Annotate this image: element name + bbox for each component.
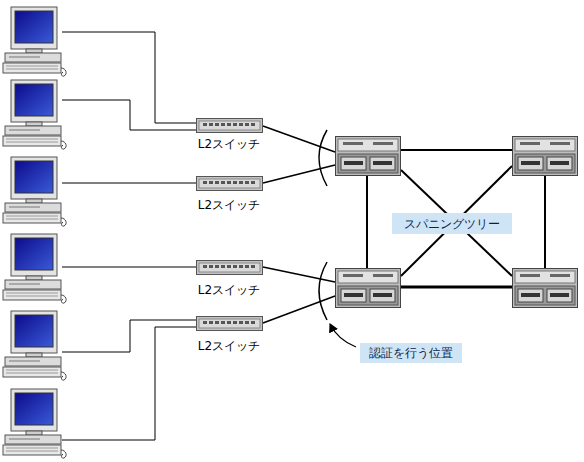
l2-switch: L2スイッチ — [188, 312, 270, 353]
uplinks — [263, 126, 335, 323]
l2-switch: L2スイッチ — [188, 256, 270, 297]
device-label: L2スイッチ — [198, 198, 260, 212]
device-label: L2スイッチ — [198, 283, 260, 297]
note-text: スパニングツリー — [404, 217, 500, 231]
note-box: 認証を行う位置 — [360, 343, 462, 363]
auth-brackets — [319, 130, 327, 320]
device-label: L2スイッチ — [198, 339, 260, 353]
note-text: 認証を行う位置 — [369, 346, 453, 360]
note-box: スパニングツリー — [392, 213, 512, 234]
l2-switch-icons — [197, 119, 263, 331]
core-switch-icons — [336, 137, 578, 308]
device-label: L2スイッチ — [198, 137, 260, 151]
pc-icons — [3, 7, 66, 458]
l2-switch: L2スイッチ — [188, 114, 270, 151]
pc-wires — [62, 32, 196, 440]
pointer-arrow — [330, 324, 356, 347]
l2-switch: L2スイッチ — [188, 172, 270, 212]
